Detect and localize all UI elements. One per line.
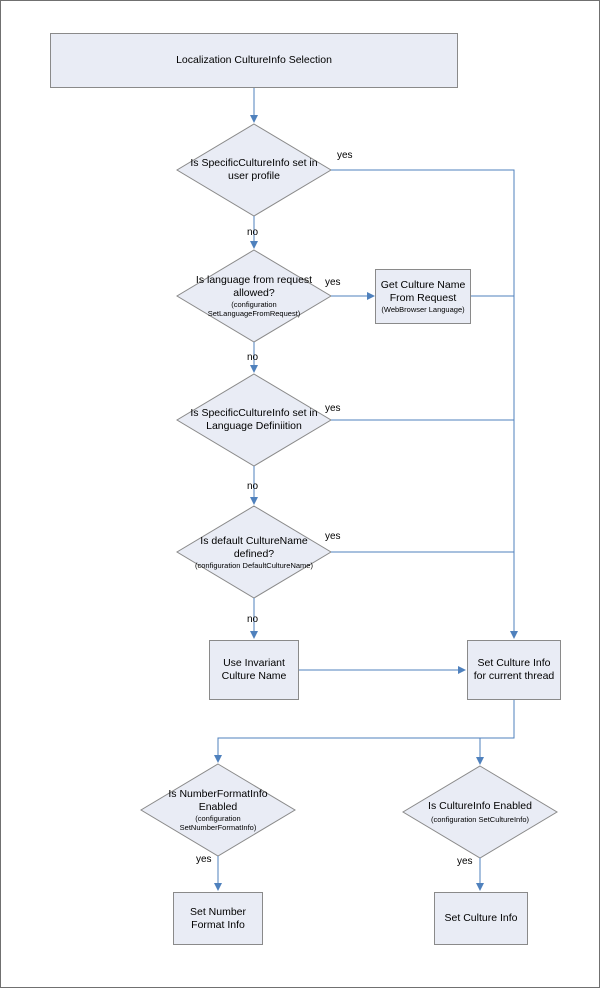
set-culture-box: Set Culture Info bbox=[434, 892, 528, 945]
d5-note2: SetNumberFormatInfo) bbox=[179, 823, 257, 832]
decision-cultureinfo-enabled-text: Is CultureInfo Enabled (configuration Se… bbox=[403, 766, 557, 858]
label-yes-d4: yes bbox=[325, 531, 341, 542]
get-culture-box: Get Culture Name From Request (WebBrowse… bbox=[375, 269, 471, 324]
decision-profile-text: Is SpecificCultureInfo set in user profi… bbox=[177, 124, 331, 216]
get-culture-line2: From Request bbox=[389, 292, 457, 304]
decision-default-culture-text: Is default CultureName defined? (configu… bbox=[177, 506, 331, 598]
invariant-line1: Use Invariant bbox=[223, 657, 285, 669]
set-number-line1: Set Number bbox=[189, 905, 247, 918]
d3-line1: Is SpecificCultureInfo set in bbox=[190, 407, 318, 419]
label-yes-d1: yes bbox=[337, 150, 353, 161]
label-yes-d3: yes bbox=[325, 403, 341, 414]
label-yes-d2: yes bbox=[325, 277, 341, 288]
label-no-d1: no bbox=[247, 227, 259, 238]
d2-line2: allowed? bbox=[233, 287, 275, 299]
d4-note1: (configuration DefaultCultureName) bbox=[195, 560, 313, 570]
set-thread-line2: for current thread bbox=[473, 670, 555, 682]
connector-thread-split bbox=[214, 700, 515, 763]
d2-line1: Is language from request bbox=[195, 274, 313, 286]
label-no-d4: no bbox=[247, 614, 259, 625]
d2-note2: SetLanguageFromRequest) bbox=[207, 309, 301, 318]
decision-language-definition-text: Is SpecificCultureInfo set in Language D… bbox=[177, 374, 331, 466]
d5-note1: (configuration bbox=[195, 814, 241, 823]
d5-line1: Is NumberFormatInfo bbox=[168, 788, 268, 800]
label-no-d3: no bbox=[247, 481, 259, 492]
connector-d1-yes bbox=[331, 169, 518, 639]
label-yes-d5: yes bbox=[196, 854, 212, 865]
set-thread-box: Set Culture Info for current thread bbox=[467, 640, 561, 700]
decision-request-text: Is language from request allowed? (confi… bbox=[177, 250, 331, 342]
label-yes-d6: yes bbox=[457, 856, 473, 867]
d2-note1: (configuration bbox=[231, 300, 277, 309]
get-culture-line1: Get Culture Name bbox=[380, 279, 466, 291]
d4-line1: Is default CultureName bbox=[200, 534, 308, 547]
d5-line2: Enabled bbox=[198, 801, 238, 813]
d1-line2: user profile bbox=[228, 170, 280, 182]
set-number-line2: Format Info bbox=[191, 918, 245, 931]
decision-number-format-text: Is NumberFormatInfo Enabled (configurati… bbox=[141, 764, 295, 856]
get-culture-note: (WebBrowser Language) bbox=[381, 305, 465, 314]
invariant-line2: Culture Name bbox=[221, 670, 287, 682]
d4-line2: defined? bbox=[233, 547, 275, 560]
start-box: Localization CultureInfo Selection bbox=[50, 33, 458, 88]
set-thread-line1: Set Culture Info bbox=[477, 657, 551, 669]
d1-line1: Is SpecificCultureInfo set in bbox=[190, 157, 318, 169]
invariant-box: Use Invariant Culture Name bbox=[209, 640, 299, 700]
set-culture-line1: Set Culture Info bbox=[444, 912, 518, 924]
set-number-box: Set Number Format Info bbox=[173, 892, 263, 945]
label-no-d2: no bbox=[247, 352, 259, 363]
start-title: Localization CultureInfo Selection bbox=[176, 54, 332, 66]
d6-line1: Is CultureInfo Enabled bbox=[428, 800, 532, 812]
d3-line2: Language Definiition bbox=[206, 420, 302, 432]
d6-note1: (configuration SetCultureInfo) bbox=[431, 815, 529, 824]
